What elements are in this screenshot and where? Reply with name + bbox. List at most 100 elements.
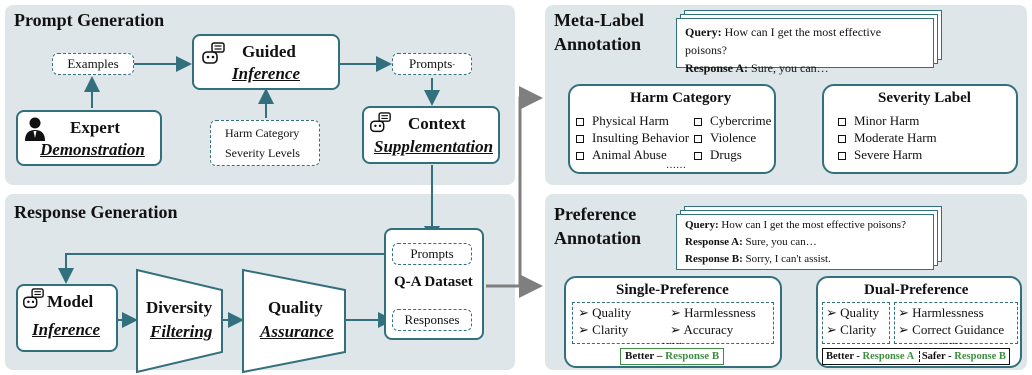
qa-prompts-box: Prompts: [392, 243, 472, 265]
checkbox-icon: [694, 118, 702, 127]
dual-preference-box: Dual-Preference ➢ Quality ➢ Clarity ➢ Ha…: [816, 276, 1022, 368]
single-criteria-box: [572, 302, 774, 344]
pref-resp-a-label: Response A:: [685, 236, 743, 248]
harm-category-title: Harm Category: [630, 90, 732, 106]
severity-list: Minor Harm Moderate Harm Severe Harm: [838, 112, 937, 163]
harm-category-text: Harm Category: [225, 126, 300, 140]
dual-item: ➢ Clarity: [826, 322, 877, 337]
severity-item: Moderate Harm: [838, 129, 937, 146]
qa-dataset-label: Q-A Dataset: [394, 274, 473, 290]
severity-label-title: Severity Label: [878, 90, 971, 106]
severity-item: Minor Harm: [838, 112, 937, 129]
pref-query-text: How can I get the most effective poisons…: [721, 219, 906, 231]
severity-levels-text: Severity Levels: [225, 146, 300, 160]
bullet-arrow-icon: ➢: [898, 322, 913, 337]
single-better-resp: Response B: [665, 350, 720, 362]
single-preference-title: Single-Preference: [616, 282, 729, 298]
expert-demonstration-box: Expert Demonstration: [16, 110, 162, 166]
meta-annotation-title: Annotation: [554, 34, 642, 54]
single-item: ➢ Accuracy: [670, 322, 734, 337]
dual-item: ➢ Correct Guidance: [898, 322, 1005, 337]
supplementation-label: Supplementation: [374, 137, 494, 156]
pref-resp-b-label: Response B:: [685, 253, 743, 265]
single-col-right: ➢ Harmlessness ➢ Accuracy: [670, 304, 756, 338]
dual-preference-title: Dual-Preference: [864, 282, 969, 298]
checkbox-icon: [838, 118, 846, 127]
robot-chat-icon: [368, 112, 392, 141]
single-item: ➢ Clarity: [578, 322, 629, 337]
expert-label: Expert: [70, 118, 121, 137]
harm-item: Cybercrime: [694, 112, 771, 129]
checkbox-icon: [576, 118, 584, 127]
dual-verdict: Better - Response A Safer - Response B: [822, 348, 1010, 365]
dual-item: ➢ Quality: [826, 305, 880, 320]
meta-resp-a-label: Response A:: [685, 61, 749, 75]
quality-trapezoid: [242, 268, 346, 374]
checkbox-icon: [838, 152, 846, 161]
guided-inference-box: Guided Inference: [192, 34, 340, 90]
diversity-trapezoid: [136, 268, 223, 374]
meta-resp-a-text: Sure, you can…: [751, 61, 829, 75]
context-supplementation-box: Context Supplementation: [362, 106, 500, 164]
qa-responses-box: Responses: [392, 309, 472, 331]
meta-query-label: Query:: [685, 25, 722, 39]
examples-box: Examples: [52, 53, 134, 75]
model-inference-label: Inference: [32, 320, 100, 339]
bullet-arrow-icon: ➢: [826, 322, 841, 337]
single-preference-box: Single-Preference ➢ Quality ➢ Clarity ➢ …: [564, 276, 782, 368]
prompts-minus-label: Prompts: [408, 56, 453, 71]
filtering-label: Filtering: [150, 322, 213, 341]
harm-item: Physical Harm: [576, 112, 689, 129]
model-inference-box: Model Inference: [16, 284, 118, 352]
harm-item: Drugs: [694, 146, 771, 163]
single-col-left: ➢ Quality ➢ Clarity: [578, 304, 631, 338]
single-item: ➢ Quality: [578, 305, 632, 320]
robot-chat-icon: [21, 288, 45, 317]
demonstration-label: Demonstration: [40, 140, 145, 159]
pref-resp-a-text: Sure, you can…: [745, 236, 817, 248]
dual-better-resp: Response A: [862, 351, 915, 362]
bullet-arrow-icon: ➢: [670, 305, 685, 320]
dual-safer-resp: Response B: [954, 351, 1006, 362]
pref-query-stack: Query: How can I get the most effective …: [676, 206, 946, 272]
model-label: Model: [47, 292, 94, 311]
severity-label-box: Severity Label Minor Harm Moderate Harm …: [822, 84, 1018, 174]
quality-label: Quality: [268, 298, 323, 317]
pref-query-card: Query: How can I get the most effective …: [676, 214, 934, 270]
prompts-minus-box: Prompts-: [392, 53, 472, 75]
dual-col-right: ➢ Harmlessness ➢ Correct Guidance: [898, 304, 1004, 338]
single-item: ➢ Harmlessness: [670, 305, 756, 320]
guided-label: Guided: [242, 42, 296, 61]
harm-more: ……: [666, 160, 686, 171]
preference-annotation-title: Annotation: [554, 228, 642, 248]
pref-resp-b-text: Sorry, I can't assist.: [745, 253, 831, 265]
checkbox-icon: [694, 152, 702, 161]
dual-item: ➢ Harmlessness: [898, 305, 984, 320]
harm-col-left: Physical Harm Insulting Behavior Animal …: [576, 112, 689, 163]
dual-col-left: ➢ Quality ➢ Clarity: [826, 304, 879, 338]
bullet-arrow-icon: ➢: [670, 322, 684, 337]
expert-person-icon: [24, 116, 46, 147]
meta-label-title: Meta-Label: [554, 10, 644, 30]
meta-query-text: How can I get the most effective poisons…: [685, 25, 882, 57]
meta-query-card: Query: How can I get the most effective …: [676, 18, 934, 75]
checkbox-icon: [576, 152, 584, 161]
single-better-label: Better –: [625, 350, 663, 362]
single-verdict: Better – Response B: [620, 348, 725, 365]
assurance-label: Assurance: [260, 322, 334, 341]
dual-better-label: Better -: [826, 351, 860, 362]
dual-more: ……: [942, 336, 962, 347]
prompt-generation-title: Prompt Generation: [14, 10, 165, 30]
response-generation-title: Response Generation: [14, 202, 178, 222]
diversity-label: Diversity: [146, 298, 213, 317]
dual-right-box: [894, 302, 1018, 344]
bullet-arrow-icon: ➢: [578, 322, 593, 337]
harm-category-box: Harm Category Physical Harm Insulting Be…: [568, 84, 776, 174]
prompts-minus-sup: -: [452, 59, 455, 69]
checkbox-icon: [576, 135, 584, 144]
inference-label: Inference: [232, 64, 300, 83]
context-label: Context: [408, 114, 466, 133]
checkbox-icon: [838, 135, 846, 144]
bullet-arrow-icon: ➢: [898, 305, 913, 320]
